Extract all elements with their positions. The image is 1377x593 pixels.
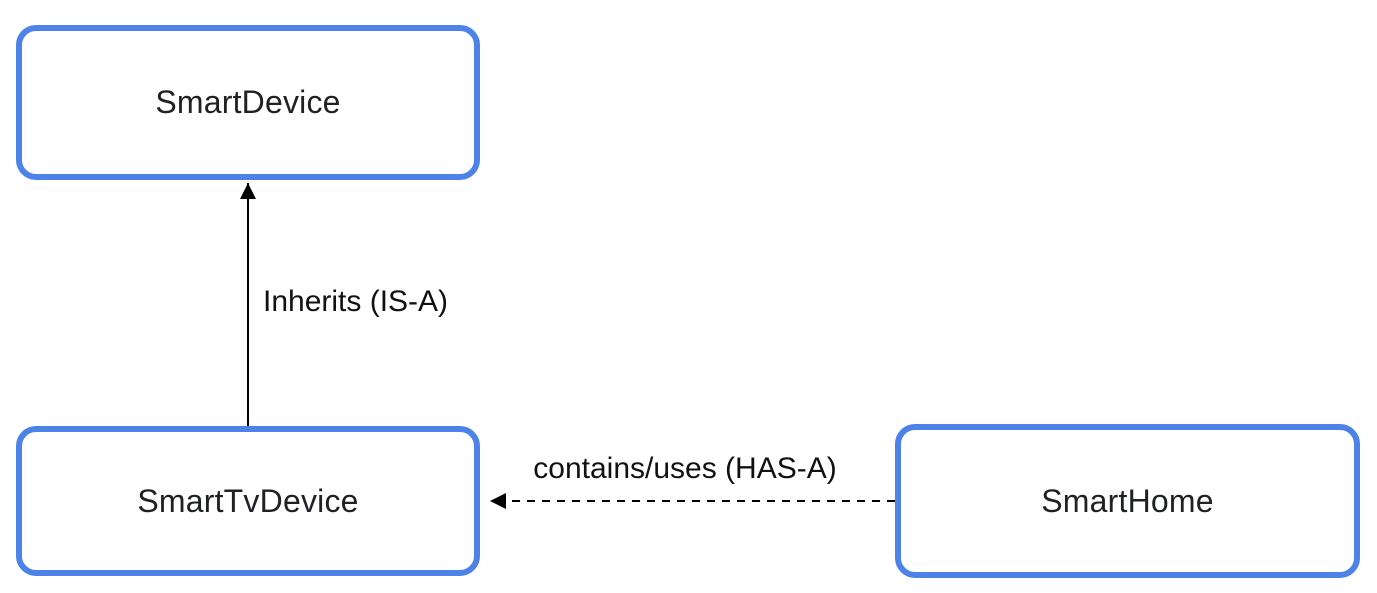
- node-smart-device-label: SmartDevice: [155, 84, 341, 120]
- node-smart-device: SmartDevice: [16, 25, 480, 180]
- composition-edge-label: contains/uses (HAS-A): [533, 452, 837, 485]
- node-smart-home: SmartHome: [895, 424, 1360, 578]
- node-smart-home-label: SmartHome: [1041, 482, 1214, 519]
- node-smart-tv-device: SmartTvDevice: [16, 426, 480, 576]
- inheritance-edge-label: Inherits (IS-A): [263, 285, 449, 318]
- node-smart-tv-device-label: SmartTvDevice: [137, 482, 359, 519]
